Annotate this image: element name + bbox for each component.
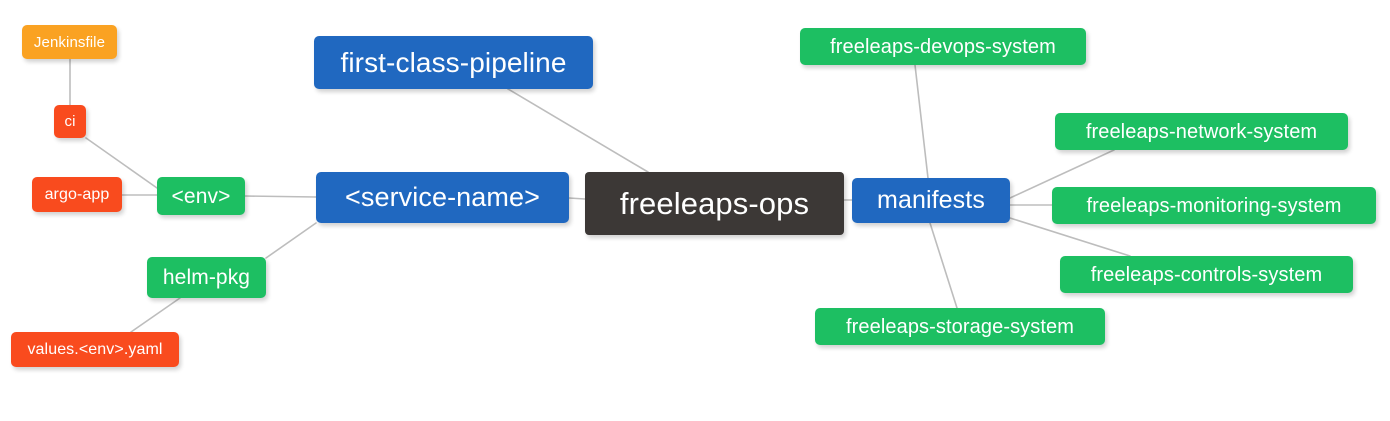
edge-manifests-to-freeleaps-devops-system (914, 64, 929, 179)
mindmap-node-label: freeleaps-storage-system (845, 315, 1075, 338)
mindmap-node-label: Jenkinsfile (33, 33, 106, 51)
mindmap-node-service-name[interactable]: <service-name> (316, 172, 569, 223)
edge-env-to-service-name (244, 195, 317, 198)
edge-service-name-to-freeleaps-ops (568, 197, 586, 200)
mindmap-node-label: first-class-pipeline (340, 46, 567, 78)
mindmap-node-label: <service-name> (345, 182, 540, 212)
mindmap-node-label: manifests (877, 186, 985, 214)
edge-helm-pkg-to-values-yaml (130, 297, 181, 333)
mindmap-node-manifests[interactable]: manifests (852, 178, 1010, 223)
edge-manifests-to-freeleaps-storage-system (929, 222, 958, 309)
mindmap-node-label: freeleaps-monitoring-system (1086, 194, 1342, 217)
mindmap-node-label: values.<env>.yaml (27, 340, 163, 358)
mindmap-node-helm-pkg[interactable]: helm-pkg (147, 257, 266, 298)
mindmap-node-freeleaps-devops-system[interactable]: freeleaps-devops-system (800, 28, 1086, 65)
mindmap-node-freeleaps-controls-system[interactable]: freeleaps-controls-system (1060, 256, 1353, 293)
mindmap-node-freeleaps-storage-system[interactable]: freeleaps-storage-system (815, 308, 1105, 345)
mindmap-node-jenkinsfile[interactable]: Jenkinsfile (22, 25, 117, 59)
mindmap-node-label: helm-pkg (162, 266, 251, 289)
edge-service-name-to-helm-pkg (265, 222, 317, 259)
mindmap-node-label: freeleaps-network-system (1085, 120, 1318, 143)
mindmap-node-label: freeleaps-ops (619, 186, 810, 221)
mindmap-node-label: freeleaps-devops-system (830, 35, 1056, 58)
mindmap-node-label: argo-app (44, 185, 110, 203)
mindmap-node-label: freeleaps-controls-system (1090, 263, 1323, 286)
mindmap-node-env[interactable]: <env> (157, 177, 245, 215)
mindmap-node-freeleaps-network-system[interactable]: freeleaps-network-system (1055, 113, 1348, 150)
edge-first-class-pipeline-to-freeleaps-ops (507, 88, 649, 173)
mindmap-node-values-yaml[interactable]: values.<env>.yaml (11, 332, 179, 367)
mindmap-node-label: ci (64, 113, 76, 130)
mindmap-node-freeleaps-ops[interactable]: freeleaps-ops (585, 172, 844, 235)
mindmap-node-freeleaps-monitoring-system[interactable]: freeleaps-monitoring-system (1052, 187, 1376, 224)
mindmap-node-label: <env> (171, 184, 231, 208)
mindmap-node-first-class-pipeline[interactable]: first-class-pipeline (314, 36, 593, 89)
mindmap-node-ci[interactable]: ci (54, 105, 86, 138)
mindmap-node-argo-app[interactable]: argo-app (32, 177, 122, 212)
